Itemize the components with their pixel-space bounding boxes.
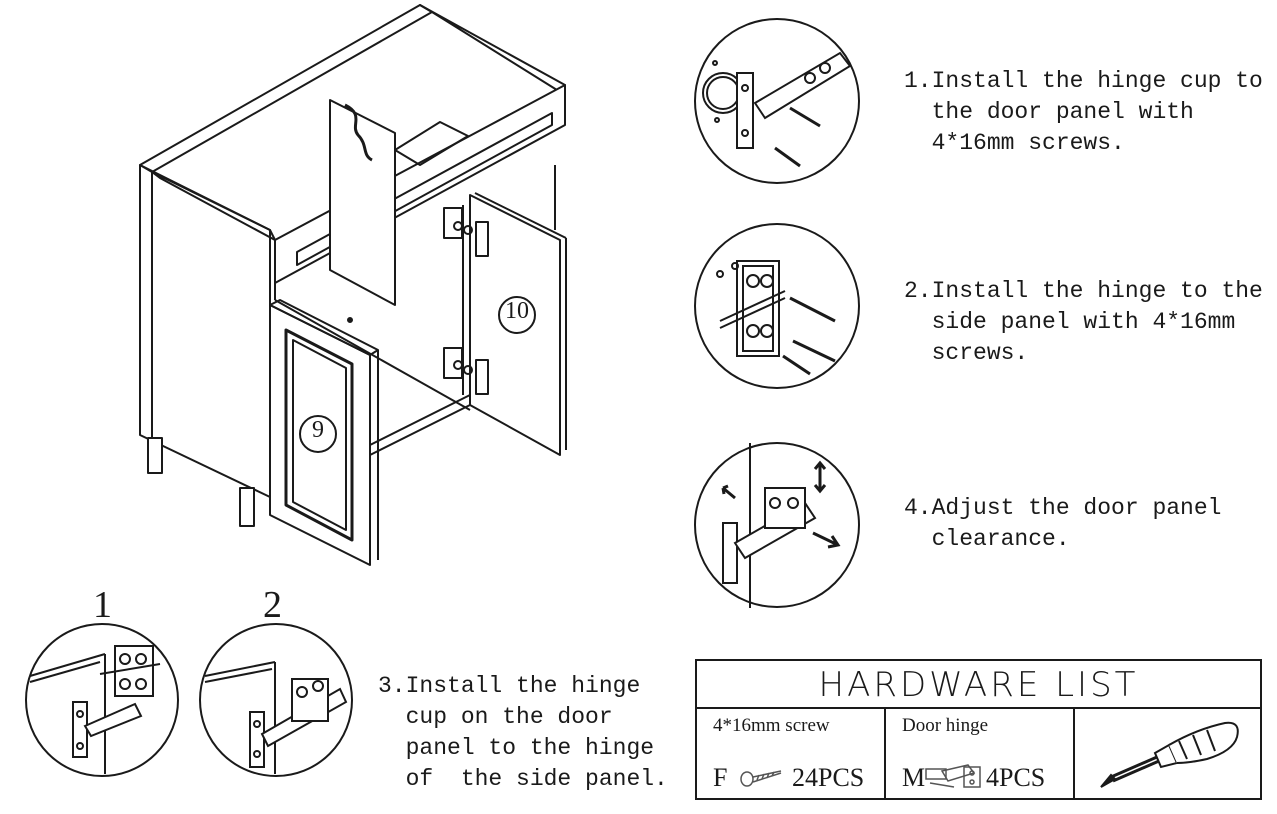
hardware-item-name: Door hinge	[902, 715, 989, 736]
hardware-item-code: F	[713, 763, 728, 792]
step4-detail-icon	[694, 442, 860, 608]
part-label-9: 9	[312, 417, 324, 443]
screw-icon	[740, 770, 782, 787]
step-1-instruction: 1.Install the hinge cup to the door pane…	[904, 68, 1263, 156]
hardware-item-qty: 4PCS	[986, 763, 1046, 792]
hardware-tool-cell	[1075, 709, 1260, 800]
step-2-instruction: 2.Install the hinge to the side panel wi…	[904, 278, 1263, 366]
hardware-item-hinge: Door hinge M 4PCS	[886, 709, 1075, 800]
step2-detail-icon	[694, 223, 860, 389]
sequence-label-2: 2	[263, 584, 282, 626]
hardware-list-title: HARDWARE LIST	[697, 661, 1260, 709]
step-4-instruction: 4.Adjust the door panel clearance.	[904, 495, 1222, 552]
sequence-1-detail-icon	[25, 623, 179, 777]
step1-detail-icon	[694, 18, 860, 184]
hardware-item-screw: 4*16mm screw F 24PCS	[697, 709, 886, 800]
screwdriver-icon	[1100, 721, 1239, 788]
hinge-icon	[925, 764, 981, 788]
step-3-instruction: 3.Install the hinge cup on the door pane…	[378, 673, 668, 792]
part-label-10: 10	[505, 298, 529, 324]
hardware-item-code: M	[902, 763, 926, 792]
hardware-item-qty: 24PCS	[792, 763, 865, 792]
sequence-label-1: 1	[93, 584, 112, 626]
hardware-item-name: 4*16mm screw	[713, 715, 830, 736]
hardware-list-table: HARDWARE LIST 4*16mm screw F 24PCS Door …	[695, 659, 1262, 800]
sequence-2-detail-icon	[199, 623, 353, 777]
